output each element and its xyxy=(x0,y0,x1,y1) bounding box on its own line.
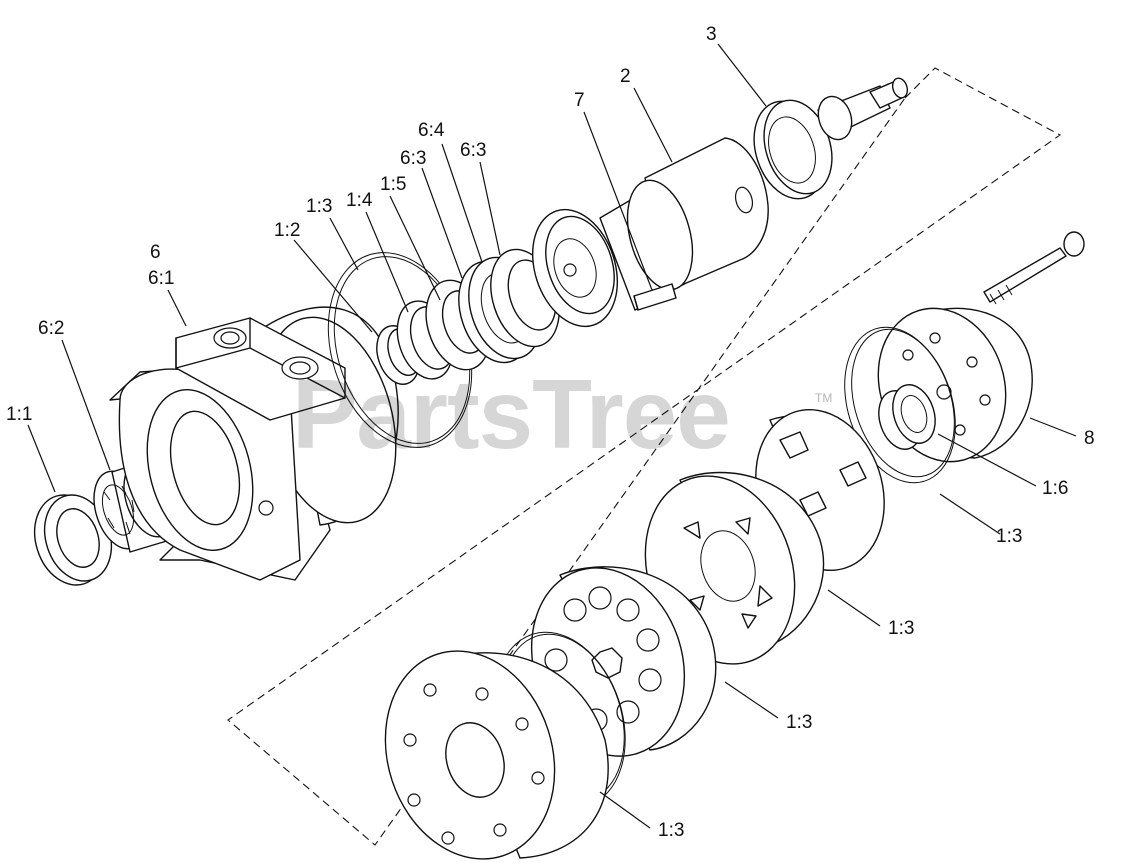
motor-housing-part[interactable] xyxy=(109,303,417,581)
callout-1-3-top[interactable]: 1:3 xyxy=(306,196,332,217)
end-cap-part[interactable] xyxy=(859,292,1033,479)
long-bolt-part[interactable] xyxy=(983,231,1085,305)
watermark-text: PartsTree xyxy=(292,359,730,469)
callout-3[interactable]: 3 xyxy=(706,24,717,45)
callout-1-5[interactable]: 1:5 xyxy=(380,174,406,195)
callout-1-6[interactable]: 1:6 xyxy=(1042,478,1068,499)
callout-6-1[interactable]: 6:1 xyxy=(148,268,174,289)
callout-8[interactable]: 8 xyxy=(1084,428,1095,449)
callout-labels: 1:1 6:2 6 6:1 1:2 1:3 1:4 1:5 6:3 6:4 6:… xyxy=(6,24,1095,841)
key-part[interactable] xyxy=(633,283,677,311)
assembly-boundary xyxy=(227,67,1062,846)
o-ring-right[interactable] xyxy=(826,313,974,497)
front-plate-part[interactable] xyxy=(359,629,609,867)
callout-1-3-a[interactable]: 1:3 xyxy=(996,526,1022,547)
callout-6-2[interactable]: 6:2 xyxy=(38,318,64,339)
seal-part[interactable] xyxy=(23,486,122,595)
shaft-assembly-part[interactable] xyxy=(518,137,769,337)
callout-1-3-b[interactable]: 1:3 xyxy=(888,618,914,639)
callout-1-3-d[interactable]: 1:3 xyxy=(658,820,684,841)
callout-1-4[interactable]: 1:4 xyxy=(346,190,373,211)
callout-6-3b[interactable]: 6:3 xyxy=(460,140,486,161)
callout-6[interactable]: 6 xyxy=(150,242,161,263)
seal-1-6[interactable] xyxy=(872,379,943,454)
callout-7[interactable]: 7 xyxy=(574,90,585,111)
callout-6-3a[interactable]: 6:3 xyxy=(400,148,426,169)
drive-gear-part[interactable] xyxy=(742,76,910,208)
callout-1-1[interactable]: 1:1 xyxy=(6,404,32,425)
callout-1-3-c[interactable]: 1:3 xyxy=(786,712,812,733)
callout-2[interactable]: 2 xyxy=(620,66,631,87)
leader-lines xyxy=(27,43,1077,829)
callout-6-4[interactable]: 6:4 xyxy=(418,120,445,141)
watermark-trademark: TM xyxy=(815,391,832,405)
callout-1-2[interactable]: 1:2 xyxy=(274,220,300,241)
